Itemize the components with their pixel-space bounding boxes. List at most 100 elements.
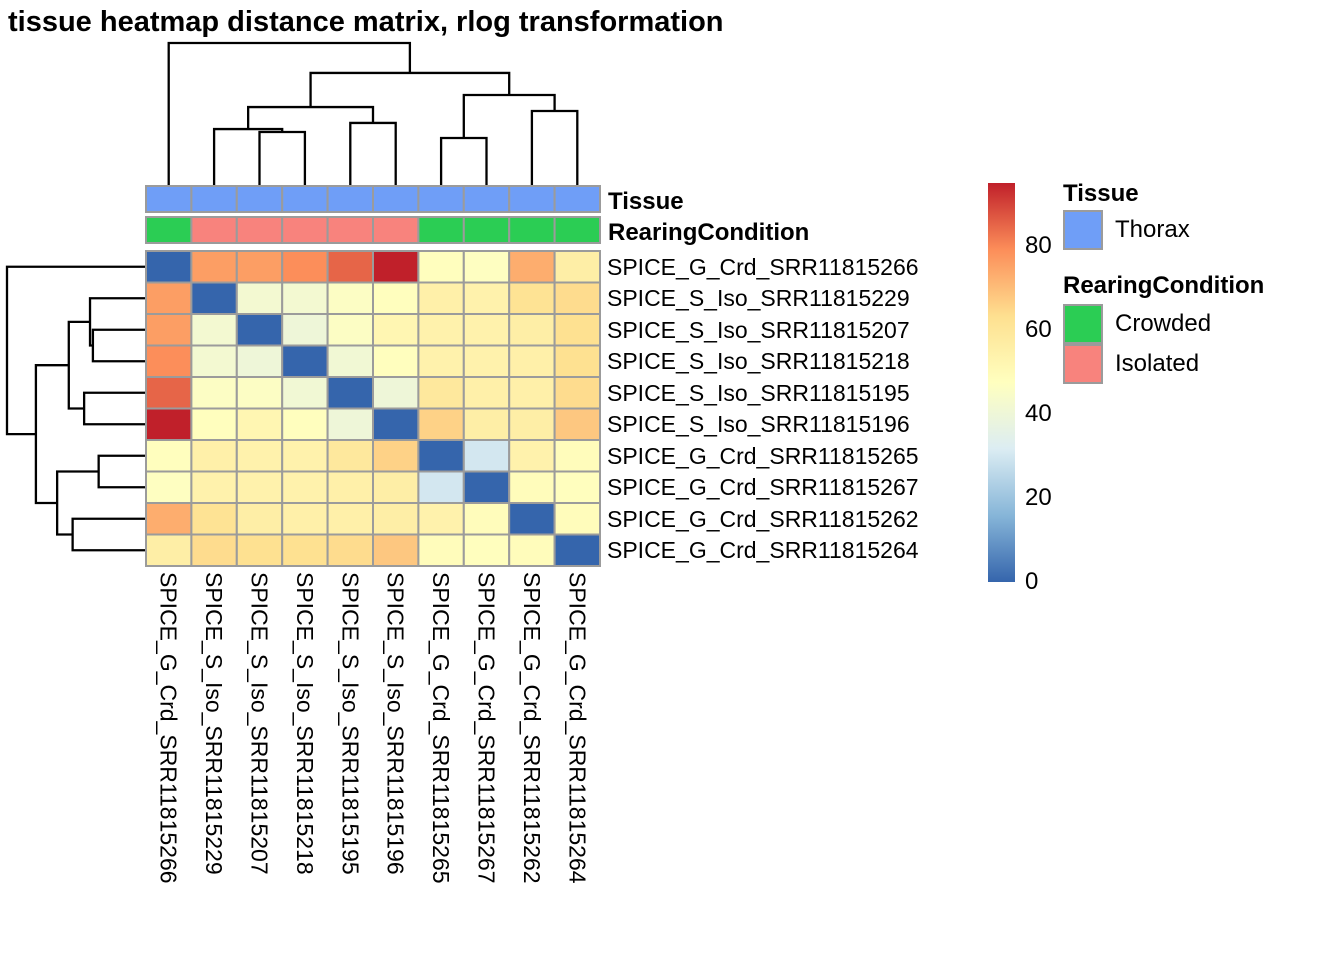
legend-title-tissue: Tissue [1063, 180, 1139, 207]
row-label: SPICE_S_Iso_SRR11815195 [607, 379, 910, 406]
heatmap-cell [235, 313, 284, 347]
heatmap-cell [281, 439, 329, 473]
column-dendrogram-branch [167, 41, 412, 186]
heatmap-cell [281, 502, 329, 536]
heatmap-cell [281, 407, 329, 441]
heatmap-cell [235, 407, 284, 441]
annotation-cell-rearingcondition [462, 216, 511, 244]
column-label: SPICE_G_Crd_SRR11815267 [473, 572, 500, 884]
column-label: SPICE_S_Iso_SRR11815195 [337, 572, 364, 875]
column-dendrogram-branch [247, 105, 375, 130]
heatmap-cell [281, 281, 329, 315]
heatmap-cell [190, 502, 238, 536]
heatmap-cell [372, 313, 420, 347]
heatmap-cell [508, 376, 556, 410]
annotation-cell-tissue [462, 185, 511, 213]
heatmap-cell [372, 376, 420, 410]
legend-swatch-thorax [1063, 210, 1103, 250]
heatmap-cell [372, 439, 420, 473]
column-dendrogram-branch [212, 127, 284, 186]
legend-label-thorax: Thorax [1115, 216, 1190, 243]
heatmap-cell [553, 502, 601, 536]
heatmap-cell [417, 281, 465, 315]
annotation-cell-rearingcondition [417, 216, 465, 244]
annotation-cell-tissue [553, 185, 601, 213]
row-dendrogram-branch [88, 297, 145, 347]
row-label: SPICE_G_Crd_SRR11815267 [607, 474, 919, 501]
heatmap-cell [462, 407, 511, 441]
column-label: SPICE_G_Crd_SRR11815265 [428, 572, 455, 884]
heatmap-cell [508, 439, 556, 473]
heatmap-cell [553, 250, 601, 284]
heatmap-cell [235, 439, 284, 473]
annotation-cell-rearingcondition [145, 216, 193, 244]
heatmap-cell [145, 250, 193, 284]
annotation-cell-tissue [508, 185, 556, 213]
heatmap-cell [326, 533, 375, 567]
heatmap-cell [190, 533, 238, 567]
color-scale-tick-label: 0 [1025, 568, 1039, 595]
heatmap-cell [462, 313, 511, 347]
heatmap-cell [326, 250, 375, 284]
column-dendrogram-branch [349, 121, 397, 186]
annotation-cell-tissue [417, 185, 465, 213]
annotation-cell-tissue [326, 185, 375, 213]
heatmap-cell [462, 439, 511, 473]
heatmap-cell [462, 344, 511, 378]
heatmap-cell [417, 439, 465, 473]
row-dendrogram-branch [34, 364, 69, 505]
annotation-cell-rearingcondition [553, 216, 601, 244]
row-label: SPICE_S_Iso_SRR11815196 [607, 411, 910, 438]
heatmap-cell [508, 281, 556, 315]
row-label: SPICE_S_Iso_SRR11815218 [607, 348, 910, 375]
heatmap-cell [145, 281, 193, 315]
heatmap-cell [190, 281, 238, 315]
heatmap-cell [190, 439, 238, 473]
color-scale-bar [988, 183, 1015, 582]
heatmap-cell [372, 533, 420, 567]
heatmap-cell [417, 502, 465, 536]
column-label: SPICE_G_Crd_SRR11815262 [518, 572, 545, 884]
column-dendrogram-branch [258, 130, 307, 186]
heatmap-cell [508, 502, 556, 536]
heatmap-cell [372, 344, 420, 378]
annotation-cell-rearingcondition [235, 216, 284, 244]
heatmap-cell [235, 250, 284, 284]
column-label: SPICE_G_Crd_SRR11815266 [155, 572, 182, 884]
heatmap-cell [235, 344, 284, 378]
row-label: SPICE_G_Crd_SRR11815264 [607, 537, 919, 564]
heatmap-cell [326, 502, 375, 536]
row-dendrogram-branch [91, 328, 145, 363]
column-dendrogram-branch [530, 109, 579, 186]
column-label: SPICE_G_Crd_SRR11815264 [564, 572, 591, 884]
heatmap-cell [281, 344, 329, 378]
annotation-cell-rearingcondition [190, 216, 238, 244]
row-label: SPICE_S_Iso_SRR11815229 [607, 285, 910, 312]
heatmap-cell [372, 470, 420, 504]
annotation-cell-rearingcondition [326, 216, 375, 244]
heatmap-cell [462, 281, 511, 315]
heatmap-cell [281, 470, 329, 504]
annotation-track-label-rearingcondition: RearingCondition [608, 219, 810, 246]
heatmap-cell [553, 439, 601, 473]
heatmap-cell [281, 376, 329, 410]
heatmap-cell [145, 533, 193, 567]
annotation-cell-rearingcondition [508, 216, 556, 244]
row-label: SPICE_G_Crd_SRR11815265 [607, 442, 919, 469]
heatmap-cell [326, 313, 375, 347]
heatmap-cell [145, 376, 193, 410]
column-label: SPICE_S_Iso_SRR11815229 [201, 572, 228, 875]
annotation-cell-tissue [235, 185, 284, 213]
row-dendrogram-branch [5, 265, 145, 436]
color-scale-tick-label: 40 [1025, 400, 1052, 427]
row-dendrogram-branch [55, 470, 99, 536]
heatmap-cell [462, 470, 511, 504]
color-scale-tick-label: 80 [1025, 232, 1052, 259]
annotation-cell-rearingcondition [281, 216, 329, 244]
heatmap-cell [417, 344, 465, 378]
heatmap-cell [281, 313, 329, 347]
heatmap-cell [417, 470, 465, 504]
heatmap-cell [553, 344, 601, 378]
heatmap-cell [372, 250, 420, 284]
